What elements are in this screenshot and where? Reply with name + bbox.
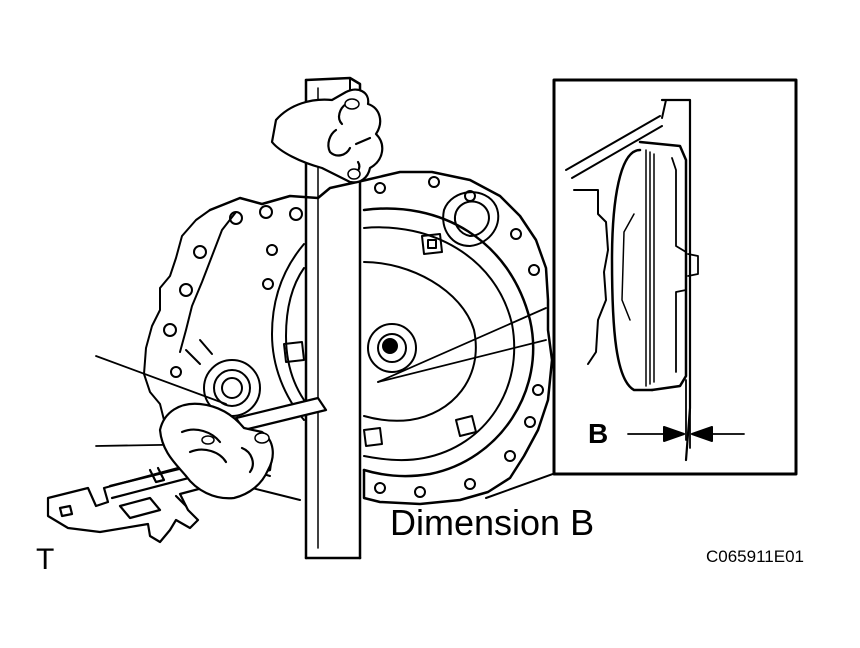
figure-code: C065911E01 [706,547,804,566]
detail-b-letter: B [588,418,609,449]
hand-icon [158,402,274,500]
hand-icon [270,88,384,184]
dimension-b-label: Dimension B [390,502,595,543]
detail-inset [552,78,798,476]
corner-mark: T [36,543,55,576]
torque-converter-icon [271,207,535,478]
